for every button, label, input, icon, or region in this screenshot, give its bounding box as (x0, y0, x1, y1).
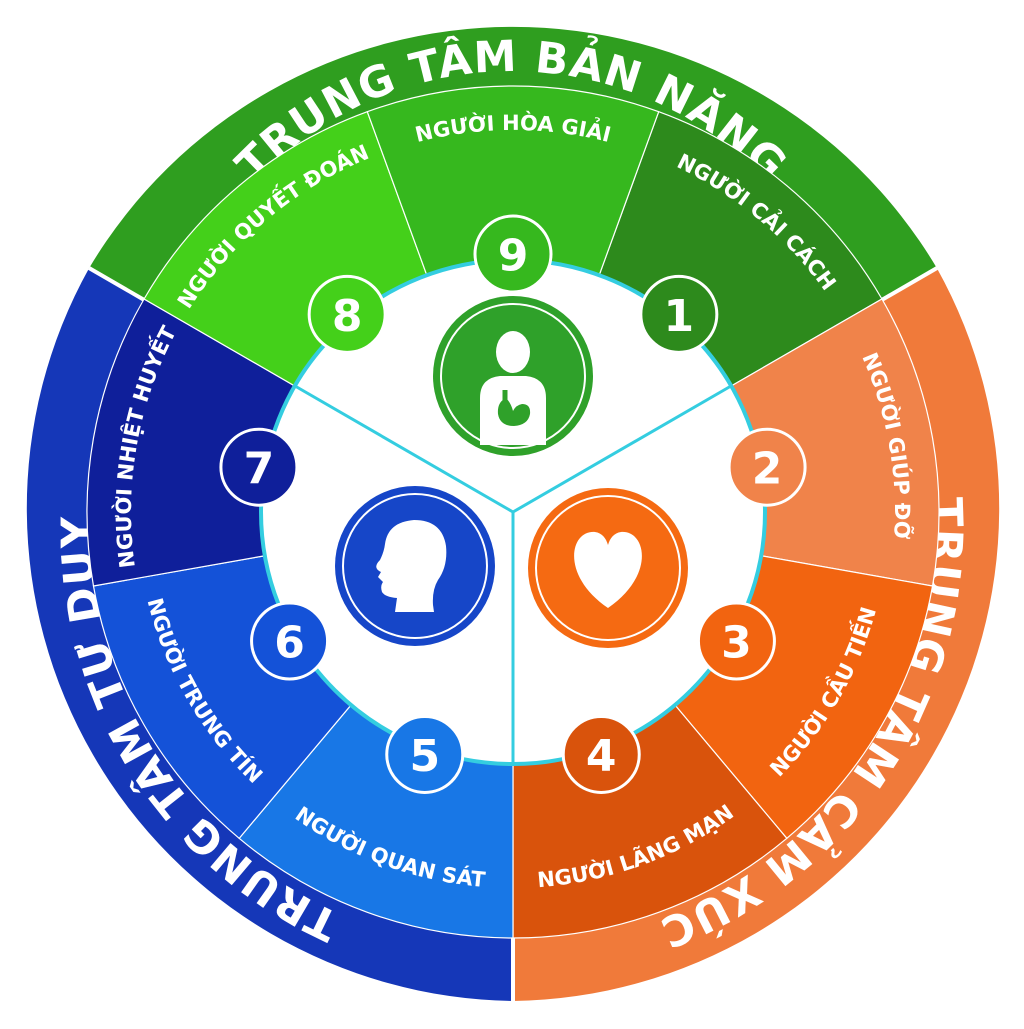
type-number-text-8: 8 (332, 291, 363, 342)
type-number-9: 9 (473, 214, 553, 294)
type-number-8: 8 (307, 274, 387, 354)
stomach-person-icon (480, 331, 546, 445)
type-number-circles: 1 2 3 4 5 6 7 8 9 (219, 214, 807, 794)
type-number-text-9: 9 (498, 231, 529, 282)
type-number-text-2: 2 (752, 444, 783, 495)
outer-ring-cam-xuc (513, 268, 1000, 1001)
outer-ring-tu-duy (26, 268, 513, 1001)
type-number-4: 4 (561, 714, 641, 794)
type-number-text-6: 6 (274, 618, 305, 669)
type-number-text-7: 7 (244, 444, 275, 495)
center-icon-ban-nang (433, 296, 593, 456)
center-icon-cam-xuc (528, 488, 688, 648)
type-number-6: 6 (250, 601, 330, 681)
outer-ring-ban-nang (89, 26, 937, 300)
type-number-7: 7 (219, 427, 299, 507)
type-number-text-5: 5 (409, 731, 440, 782)
head-profile-icon (376, 520, 447, 612)
type-number-text-1: 1 (664, 291, 695, 342)
type-number-text-4: 4 (586, 731, 617, 782)
type-number-2: 2 (727, 427, 807, 507)
type-number-1: 1 (639, 274, 719, 354)
type-number-5: 5 (385, 714, 465, 794)
center-icon-tu-duy (335, 486, 495, 646)
type-number-3: 3 (696, 601, 776, 681)
type-number-text-3: 3 (721, 618, 752, 669)
center-dividers (294, 384, 732, 764)
heart-icon (574, 531, 642, 608)
